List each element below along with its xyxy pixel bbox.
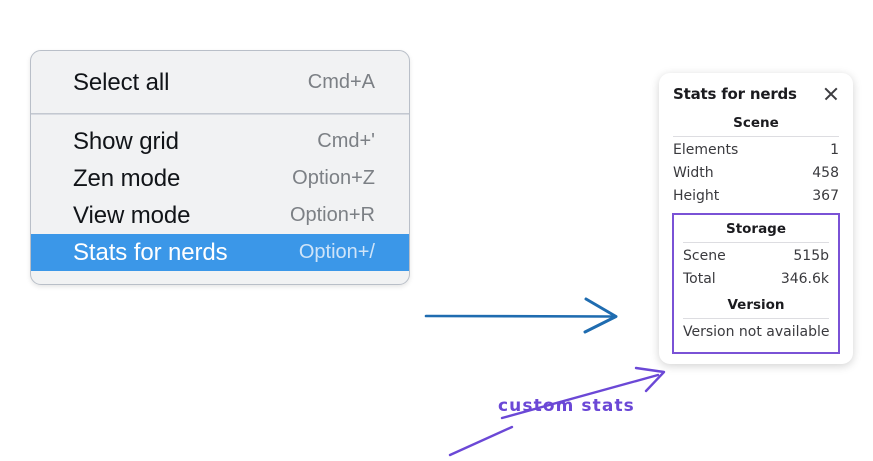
stat-row-scene-storage: Scene 515b xyxy=(683,245,829,268)
menu-item-shortcut: Option+Z xyxy=(292,167,375,189)
menu-item-label: View mode xyxy=(73,201,191,229)
menu-section-main: Show grid Cmd+' Zen mode Option+Z View m… xyxy=(31,114,409,284)
stat-row-elements: Elements 1 xyxy=(673,139,839,162)
stat-key: Width xyxy=(673,165,714,182)
menu-item-label: Select all xyxy=(73,68,170,96)
menu-item-select-all[interactable]: Select all Cmd+A xyxy=(31,64,409,101)
section-heading-version: Version xyxy=(727,297,785,314)
custom-stats-annotation-arrow xyxy=(448,366,666,457)
annotation-label: custom stats xyxy=(498,396,635,416)
menu-item-stats-for-nerds[interactable]: Stats for nerds Option+/ xyxy=(31,234,409,271)
menu-item-zen-mode[interactable]: Zen mode Option+Z xyxy=(31,160,409,197)
stat-key: Elements xyxy=(673,142,739,158)
stat-key: Scene xyxy=(683,248,726,265)
section-divider xyxy=(673,136,839,137)
custom-stats-block: Storage Scene 515b Total 346.6k Version … xyxy=(672,213,840,355)
section-heading-storage: Storage xyxy=(725,221,787,238)
stat-value: 1 xyxy=(830,142,839,158)
stat-key: Total xyxy=(683,271,716,288)
blue-arrow-annotation xyxy=(424,297,618,334)
stats-panel-header: Stats for nerds xyxy=(659,73,853,109)
stats-panel-title: Stats for nerds xyxy=(673,85,797,103)
close-icon[interactable] xyxy=(822,85,840,103)
section-divider xyxy=(683,242,829,244)
menu-item-label: Show grid xyxy=(73,127,179,155)
stats-section-scene: Scene Elements 1 Width 458 Height 367 xyxy=(659,109,853,208)
stat-row-version: Version not available xyxy=(683,321,830,344)
stat-value: 346.6k xyxy=(780,271,829,288)
stats-section-storage: Storage Scene 515b Total 346.6k xyxy=(683,215,829,291)
menu-item-label: Stats for nerds xyxy=(73,238,228,266)
menu-item-shortcut: Cmd+A xyxy=(307,71,375,93)
stats-for-nerds-panel[interactable]: Stats for nerds Scene Elements 1 Width 4… xyxy=(659,73,853,365)
menu-item-shortcut: Option+/ xyxy=(298,241,375,263)
menu-section-top: Select all Cmd+A xyxy=(31,51,409,114)
menu-item-show-grid[interactable]: Show grid Cmd+' xyxy=(31,123,409,160)
stat-key: Height xyxy=(673,188,720,205)
stat-row-height: Height 367 xyxy=(673,185,839,208)
stats-section-version: Version Version not available xyxy=(683,291,830,344)
menu-item-view-mode[interactable]: View mode Option+R xyxy=(31,197,409,234)
stat-value: 458 xyxy=(812,165,839,182)
context-menu[interactable]: Select all Cmd+A Show grid Cmd+' Zen mod… xyxy=(30,50,410,285)
section-divider xyxy=(683,318,829,320)
stat-row-total-storage: Total 346.6k xyxy=(683,268,829,291)
section-heading-scene: Scene xyxy=(733,115,779,131)
stat-value: 515b xyxy=(793,248,829,265)
menu-item-label: Zen mode xyxy=(73,164,181,192)
menu-item-shortcut: Option+R xyxy=(289,204,375,226)
menu-item-shortcut: Cmd+' xyxy=(317,130,375,152)
stat-key: Version not available xyxy=(683,324,830,341)
stat-value: 367 xyxy=(812,188,839,205)
stat-row-width: Width 458 xyxy=(673,162,839,185)
